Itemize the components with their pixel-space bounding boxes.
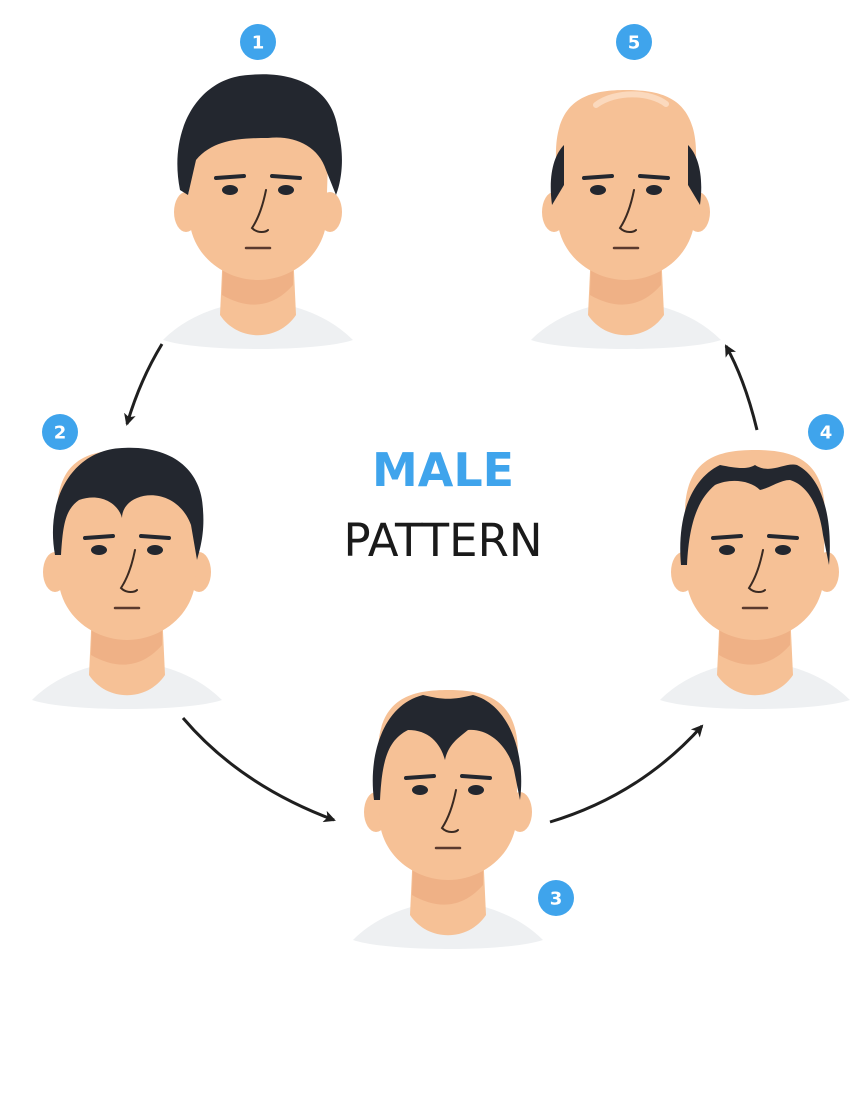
badge-circle bbox=[616, 24, 652, 60]
title-male: MALE bbox=[372, 443, 514, 497]
right-eyebrow bbox=[767, 534, 799, 540]
head-stage-4 bbox=[660, 450, 850, 709]
nose bbox=[440, 789, 459, 833]
head-stage-2 bbox=[32, 447, 222, 709]
right-eye bbox=[775, 545, 791, 555]
arrow-2-to-3 bbox=[181, 717, 336, 823]
left-eye bbox=[412, 785, 428, 795]
face bbox=[377, 690, 519, 880]
head-stage-5 bbox=[531, 90, 721, 349]
left-eye bbox=[91, 545, 107, 555]
right-eyebrow bbox=[460, 774, 492, 780]
stage-badge-4: 4 bbox=[805, 411, 847, 453]
title-pattern: PATTERN bbox=[343, 514, 542, 567]
stage-badge-2: 2 bbox=[39, 411, 81, 453]
right-eye bbox=[278, 185, 294, 195]
arrow-3-to-4 bbox=[549, 724, 704, 824]
right-eye bbox=[468, 785, 484, 795]
nose bbox=[747, 549, 766, 593]
right-eye bbox=[646, 185, 662, 195]
badge-label: 3 bbox=[550, 889, 563, 910]
hair bbox=[372, 695, 522, 800]
left-eyebrow bbox=[582, 174, 614, 180]
left-eyebrow bbox=[404, 774, 436, 780]
arrow-4-to-5 bbox=[724, 344, 759, 431]
badge-circle bbox=[538, 880, 574, 916]
left-eye bbox=[719, 545, 735, 555]
nose bbox=[119, 549, 138, 593]
badge-circle bbox=[42, 414, 78, 450]
head-stage-1 bbox=[163, 74, 353, 349]
right-eyebrow bbox=[139, 534, 171, 540]
hair bbox=[177, 74, 342, 195]
heads-group bbox=[32, 74, 850, 949]
stage-badge-5: 5 bbox=[613, 21, 655, 63]
scalp-highlight bbox=[593, 91, 669, 108]
right-eyebrow bbox=[270, 174, 302, 180]
badge-circle bbox=[240, 24, 276, 60]
left-eyebrow bbox=[83, 534, 115, 540]
hair bbox=[680, 464, 830, 565]
badge-label: 4 bbox=[820, 423, 833, 444]
face bbox=[555, 90, 697, 280]
badge-label: 1 bbox=[252, 33, 265, 54]
stage-badge-3: 3 bbox=[535, 877, 577, 919]
left-eyebrow bbox=[711, 534, 743, 540]
badge-label: 2 bbox=[54, 423, 67, 444]
nose bbox=[250, 189, 269, 233]
left-eye bbox=[222, 185, 238, 195]
stage-badge-1: 1 bbox=[237, 21, 279, 63]
left-eye bbox=[590, 185, 606, 195]
right-eyebrow bbox=[638, 174, 670, 180]
stage-badges: 1 2 3 4 5 bbox=[39, 21, 847, 919]
head-stage-3 bbox=[353, 690, 543, 949]
nose bbox=[618, 189, 637, 233]
left-eyebrow bbox=[214, 174, 246, 180]
face bbox=[684, 450, 826, 640]
hair bbox=[52, 447, 204, 560]
arrow-1-to-2 bbox=[124, 343, 164, 426]
badge-label: 5 bbox=[628, 33, 641, 54]
right-eye bbox=[147, 545, 163, 555]
badge-circle bbox=[808, 414, 844, 450]
